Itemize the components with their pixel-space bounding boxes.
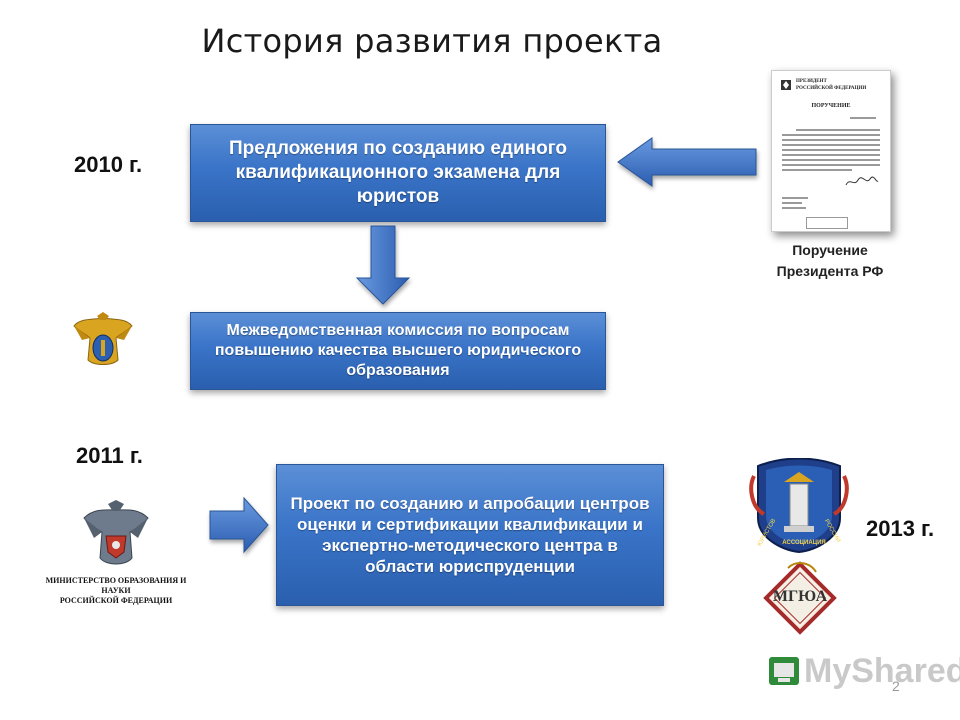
president-caption: Поручение Президента РФ xyxy=(760,240,900,282)
president-caption-line2: Президента РФ xyxy=(776,263,884,279)
doc-line xyxy=(782,164,880,166)
mgua-text: МГЮА xyxy=(772,588,828,605)
lawyers-association-logo xyxy=(749,458,849,554)
year-2013: 2013 г. xyxy=(866,516,935,541)
doc-line xyxy=(782,159,880,161)
signature-icon xyxy=(845,176,879,186)
arrow-right xyxy=(209,496,269,554)
doc-line xyxy=(782,144,880,146)
president-caption-line1: Поручение xyxy=(792,242,868,258)
year-2011: 2011 г. xyxy=(76,443,143,468)
ministry-line2: РОССИЙСКОЙ ФЕДЕРАЦИИ xyxy=(59,596,173,605)
president-document: ПРЕЗИДЕНТ РОССИЙСКОЙ ФЕДЕРАЦИИ ПОРУЧЕНИЕ xyxy=(771,70,891,232)
association-bottom-text: АССОЦИАЦИЯ xyxy=(782,540,826,546)
doc-header-line2: РОССИЙСКОЙ ФЕДЕРАЦИИ xyxy=(796,86,867,91)
doc-line xyxy=(850,117,876,119)
ministry-eagle-icon xyxy=(83,500,149,565)
arrow-down xyxy=(355,225,411,305)
doc-line xyxy=(782,169,852,171)
doc-line xyxy=(796,129,880,131)
doc-line xyxy=(782,202,802,204)
slide-title: История развития проекта xyxy=(201,22,663,60)
doc-stamp-box xyxy=(806,217,848,229)
ministry-line1: МИНИСТЕРСТВО ОБРАЗОВАНИЯ И НАУКИ xyxy=(45,576,187,595)
mgua-logo xyxy=(763,561,837,635)
doc-line xyxy=(782,207,806,209)
year-2010: 2010 г. xyxy=(74,152,143,177)
doc-header-line1: ПРЕЗИДЕНТ xyxy=(796,79,827,84)
page-number: 2 xyxy=(892,678,900,694)
commission-box: Межведомственная комиссия по вопросам по… xyxy=(190,312,606,390)
watermark-text: MyShared xyxy=(804,652,960,690)
doc-line xyxy=(782,134,880,136)
myshared-logo-icon xyxy=(769,657,799,685)
doc-line xyxy=(782,139,880,141)
proposals-box: Предложения по созданию единого квалифик… xyxy=(190,124,606,222)
doc-line xyxy=(782,149,880,151)
doc-title: ПОРУЧЕНИЕ xyxy=(811,103,851,109)
arrow-left xyxy=(617,137,757,187)
project-box: Проект по созданию и апробации центров о… xyxy=(276,464,664,606)
justice-crest-icon xyxy=(73,312,133,365)
doc-line xyxy=(782,197,808,199)
eagle-emblem-icon xyxy=(781,80,791,90)
doc-line xyxy=(782,154,880,156)
ministry-name: МИНИСТЕРСТВО ОБРАЗОВАНИЯ И НАУКИ РОССИЙС… xyxy=(40,576,192,606)
